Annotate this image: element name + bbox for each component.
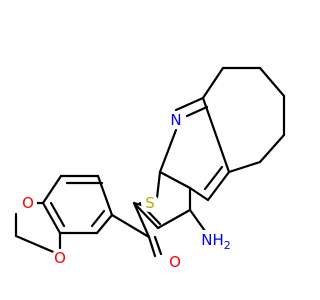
amino-group: NH2 bbox=[201, 230, 236, 252]
structure-diagram: N S NH2 O O O bbox=[14, 66, 286, 271]
bond bbox=[155, 170, 162, 200]
bond bbox=[41, 201, 62, 235]
bond bbox=[41, 174, 63, 205]
bond bbox=[90, 209, 106, 228]
bond bbox=[258, 133, 286, 164]
bond-lines bbox=[14, 66, 286, 258]
svg-text:O: O bbox=[169, 253, 181, 271]
bond bbox=[188, 186, 210, 202]
svg-text:N: N bbox=[170, 111, 181, 129]
dioxole-oxygen-lower: O bbox=[51, 249, 69, 267]
bond bbox=[96, 174, 114, 217]
molecule-drawing: N S NH2 O O O bbox=[14, 66, 286, 271]
bond bbox=[49, 201, 66, 228]
bond bbox=[132, 201, 151, 239]
bond bbox=[153, 235, 163, 256]
bond bbox=[110, 213, 151, 239]
bond bbox=[185, 105, 209, 118]
carbonyl-oxygen: O bbox=[166, 253, 184, 271]
bond bbox=[158, 170, 192, 190]
bond bbox=[132, 201, 160, 230]
bond bbox=[201, 96, 231, 174]
dioxole-oxygen-upper: O bbox=[19, 194, 37, 212]
bond bbox=[156, 208, 192, 230]
bond bbox=[174, 96, 205, 112]
svg-text:NH2: NH2 bbox=[201, 231, 231, 252]
bond bbox=[201, 66, 225, 100]
bond bbox=[258, 66, 286, 98]
nitrogen-atom: N bbox=[167, 111, 185, 129]
svg-text:S: S bbox=[145, 194, 155, 212]
atom-labels: N S NH2 O O O bbox=[19, 111, 236, 271]
bond bbox=[95, 213, 114, 235]
bond bbox=[158, 128, 178, 174]
sulfur-atom: S bbox=[141, 194, 159, 212]
bond bbox=[227, 160, 262, 174]
bond bbox=[147, 235, 157, 258]
bond bbox=[14, 234, 60, 256]
svg-text:O: O bbox=[54, 249, 66, 267]
svg-text:O: O bbox=[22, 194, 34, 212]
bond bbox=[203, 165, 224, 191]
bond bbox=[206, 170, 231, 202]
